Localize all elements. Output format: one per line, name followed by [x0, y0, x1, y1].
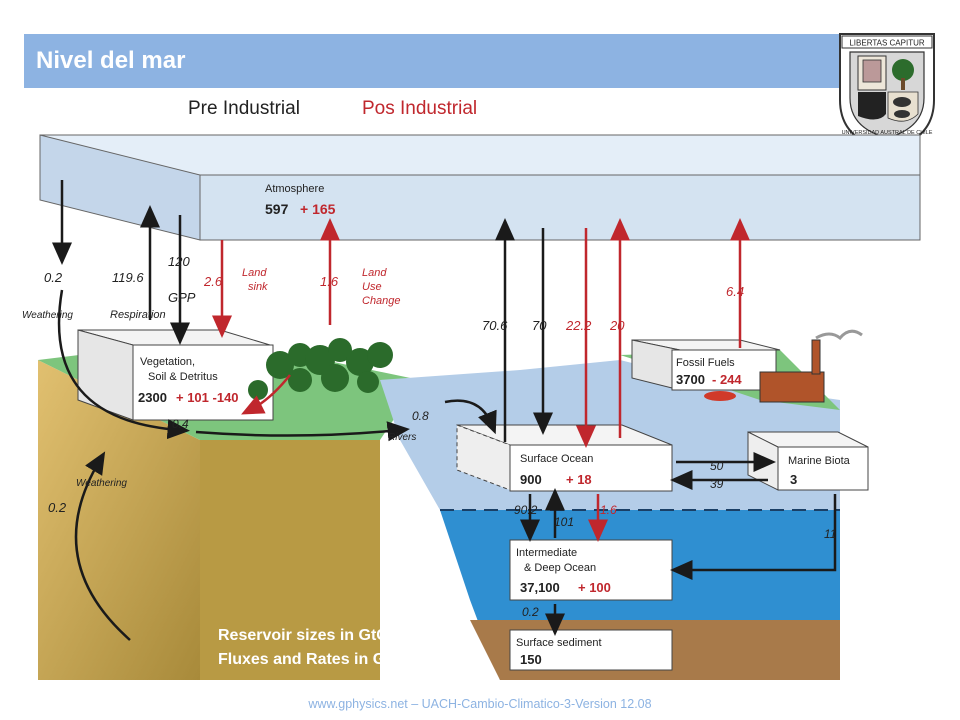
flux-surface-to-deep-post: 1.6 [600, 503, 617, 517]
vegetation-label-2: Soil & Detritus [148, 371, 218, 383]
seal-motto: LIBERTAS CAPITUR [849, 39, 925, 48]
vegetation-label-1: Vegetation, [140, 356, 195, 368]
fossil-pre: 3700 [676, 372, 705, 387]
atmosphere-pre: 597 [265, 201, 289, 217]
flux-land-sink-label-2: sink [248, 281, 268, 293]
flux-gpp-value: 120 [168, 254, 190, 269]
flux-gpp-label: GPP [168, 290, 196, 305]
flux-deep-to-sediment: 0.2 [522, 605, 539, 619]
flux-weathering-low-value: 0.2 [48, 500, 67, 515]
surface-ocean-post: + 18 [566, 472, 592, 487]
atmosphere-top [39, 134, 921, 176]
flux-biota-out: 39 [710, 477, 724, 491]
flux-weathering-label: Weathering [22, 310, 73, 321]
slide-title: Nivel del mar [36, 47, 186, 74]
flux-respiration-value: 119.6 [112, 270, 144, 285]
flux-ocean-up-post: 20 [609, 318, 625, 333]
marine-biota-label: Marine Biota [788, 455, 851, 467]
flux-weathering-top: 0.2 [44, 270, 63, 285]
footer: www.gphysics.net – UACH-Cambio-Climatico… [308, 697, 652, 711]
atmosphere-label: Atmosphere [265, 183, 324, 195]
flux-rivers-label: Rivers [388, 432, 416, 443]
flux-ocean-down-post: 22.2 [565, 318, 592, 333]
forest-trees [248, 338, 393, 400]
flux-land-use-value: 1.6 [320, 274, 339, 289]
ocean-surface [380, 360, 840, 510]
deep-ocean-post: + 100 [578, 580, 611, 595]
deep-ocean [440, 510, 840, 680]
deep-ocean-label-1: Intermediate [516, 547, 577, 559]
marine-biota-pre: 3 [790, 472, 797, 487]
seal-name: UNIVERSIDAD AUSTRAL DE CHILE [842, 130, 933, 136]
flux-fossil-emission: 6.4 [726, 284, 744, 299]
deep-ocean-pre: 37,100 [520, 580, 560, 595]
flux-weathering-low-label: Weathering [76, 478, 127, 489]
flux-land-sink-label-1: Land [242, 267, 267, 279]
land-front-face [200, 440, 380, 680]
ocean-sediment [470, 620, 840, 680]
vegetation-pre: 2300 [138, 390, 167, 405]
land-cross-section [38, 360, 200, 680]
flux-ocean-up: 70.6 [482, 318, 508, 333]
university-seal: LIBERTAS CAPITUR UNIVERSIDAD AUSTRAL DE … [839, 33, 935, 152]
atmosphere-post: + 165 [300, 201, 336, 217]
flux-veg-to-soil: 0.4 [172, 417, 189, 431]
flux-land-use-label-1: Land [362, 267, 387, 279]
flux-biota-to-deep: 11 [824, 527, 836, 541]
flux-ocean-down: 70 [532, 318, 547, 333]
surface-ocean-label: Surface Ocean [520, 453, 593, 465]
flux-respiration-label: Respiration [110, 309, 166, 321]
flux-land-use-label-3: Change [362, 295, 401, 307]
title-bar: Nivel del mar [24, 34, 840, 88]
sediment-label: Surface sediment [516, 637, 602, 649]
flux-deep-to-surface: 101 [554, 515, 574, 529]
flux-rivers-value: 0.8 [412, 409, 429, 423]
fossil-post: - 244 [712, 372, 742, 387]
car [704, 391, 736, 401]
legend-pre-industrial: Pre Industrial [188, 98, 300, 119]
units-note-1: Reservoir sizes in GtC [218, 627, 388, 644]
sediment-pre: 150 [520, 652, 542, 667]
flux-land-sink-value: 2.6 [203, 274, 223, 289]
factory [759, 329, 863, 403]
legend-pos-industrial: Pos Industrial [362, 98, 478, 119]
fossil-label: Fossil Fuels [676, 357, 735, 369]
land-surface [38, 350, 420, 440]
surface-ocean-pre: 900 [520, 472, 542, 487]
flux-land-use-label-2: Use [362, 281, 382, 293]
deep-ocean-label-2: & Deep Ocean [524, 562, 596, 574]
flux-surface-to-deep: 90.2 [514, 503, 538, 517]
flux-biota-in: 50 [710, 459, 724, 473]
units-note-2: Fluxes and Rates in GtC yr⁻¹ [218, 651, 435, 668]
vegetation-post: + 101 -140 [176, 390, 239, 405]
right-land [620, 350, 840, 410]
